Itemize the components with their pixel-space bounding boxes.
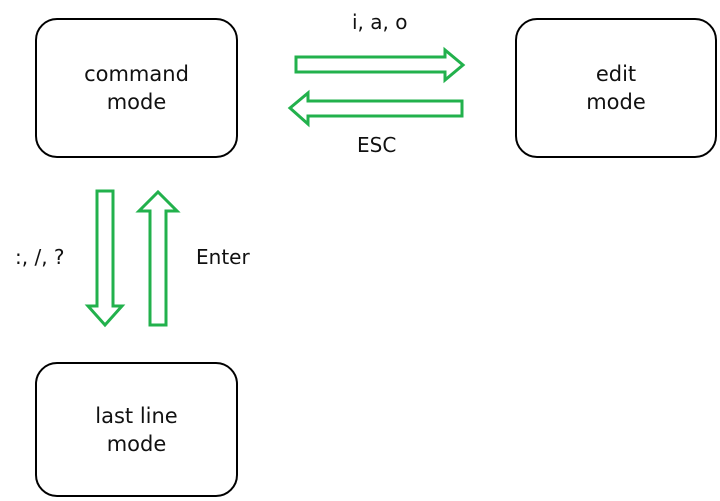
last-line-mode-box: last line mode — [35, 362, 238, 497]
command-mode-label: command mode — [84, 62, 189, 114]
edit-mode-box: edit mode — [515, 18, 717, 158]
arrow-command-to-last-line — [84, 189, 126, 328]
edit-mode-label: edit mode — [586, 62, 646, 114]
arrow-edit-to-command — [287, 89, 464, 128]
arrow-command-to-edit — [294, 46, 466, 84]
edge-label-command-to-last-line: :, /, ? — [15, 245, 65, 269]
edge-label-edit-to-command: ESC — [357, 133, 397, 157]
command-mode-box: command mode — [35, 18, 238, 158]
last-line-mode-label: last line mode — [95, 403, 178, 456]
edge-label-last-line-to-command: Enter — [196, 245, 250, 269]
edge-label-command-to-edit: i, a, o — [352, 10, 408, 34]
arrow-last-line-to-command — [135, 189, 181, 327]
